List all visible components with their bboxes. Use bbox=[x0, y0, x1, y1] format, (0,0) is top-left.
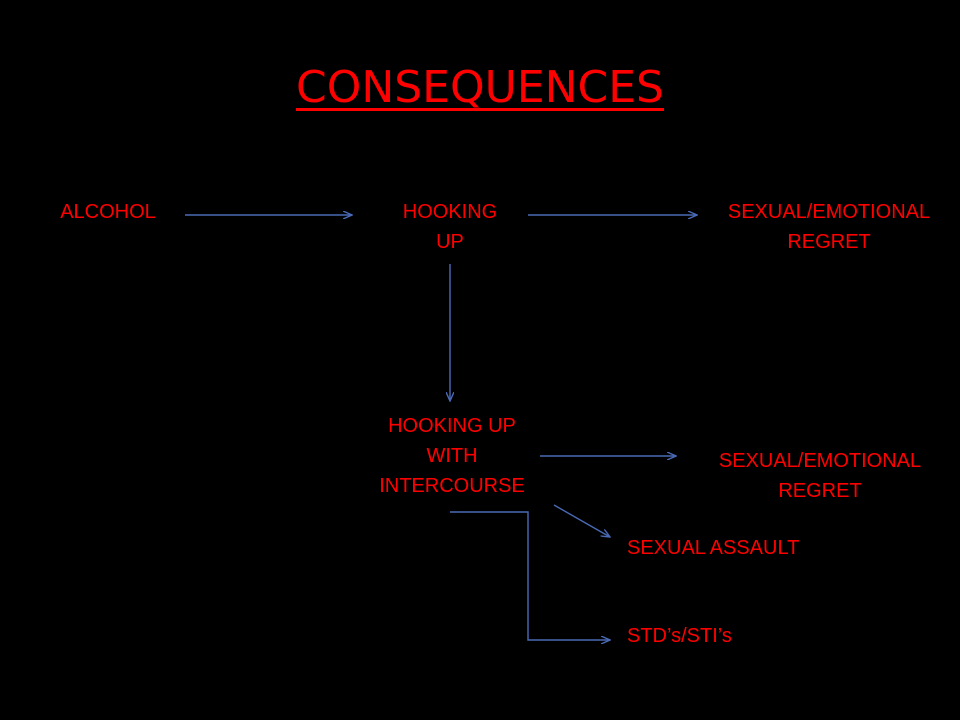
node-hooking-up-line1: HOOKING bbox=[402, 201, 498, 223]
arrow-intercourse-to-stds bbox=[450, 511, 610, 640]
node-stds: STD’s/STI’s bbox=[627, 621, 827, 651]
node-sexual-assault: SEXUAL ASSAULT bbox=[627, 533, 887, 563]
node-hooking-up: HOOKING UP bbox=[372, 197, 528, 257]
node-regret-1: SEXUAL/EMOTIONAL REGRET bbox=[698, 197, 960, 257]
node-intercourse-line3: INTERCOURSE bbox=[379, 475, 525, 497]
node-hooking-up-line2: UP bbox=[436, 231, 464, 253]
node-regret-2: SEXUAL/EMOTIONAL REGRET bbox=[690, 446, 950, 506]
node-sexual-assault-label: SEXUAL ASSAULT bbox=[627, 537, 800, 559]
slide-title: CONSEQUENCES bbox=[295, 62, 664, 113]
node-regret-2-line2: REGRET bbox=[778, 480, 862, 502]
node-stds-label: STD’s/STI’s bbox=[627, 625, 732, 647]
node-intercourse-line1: HOOKING UP bbox=[388, 415, 516, 437]
node-regret-2-line1: SEXUAL/EMOTIONAL bbox=[718, 450, 922, 472]
node-regret-1-line1: SEXUAL/EMOTIONAL bbox=[727, 201, 931, 223]
node-intercourse: HOOKING UP WITH INTERCOURSE bbox=[352, 411, 552, 501]
node-alcohol-label: ALCOHOL bbox=[60, 201, 156, 223]
node-intercourse-line2: WITH bbox=[426, 445, 478, 467]
node-regret-1-line2: REGRET bbox=[787, 231, 871, 253]
node-alcohol: ALCOHOL bbox=[38, 197, 178, 227]
arrow-intercourse-to-sexual-assault bbox=[553, 504, 610, 537]
